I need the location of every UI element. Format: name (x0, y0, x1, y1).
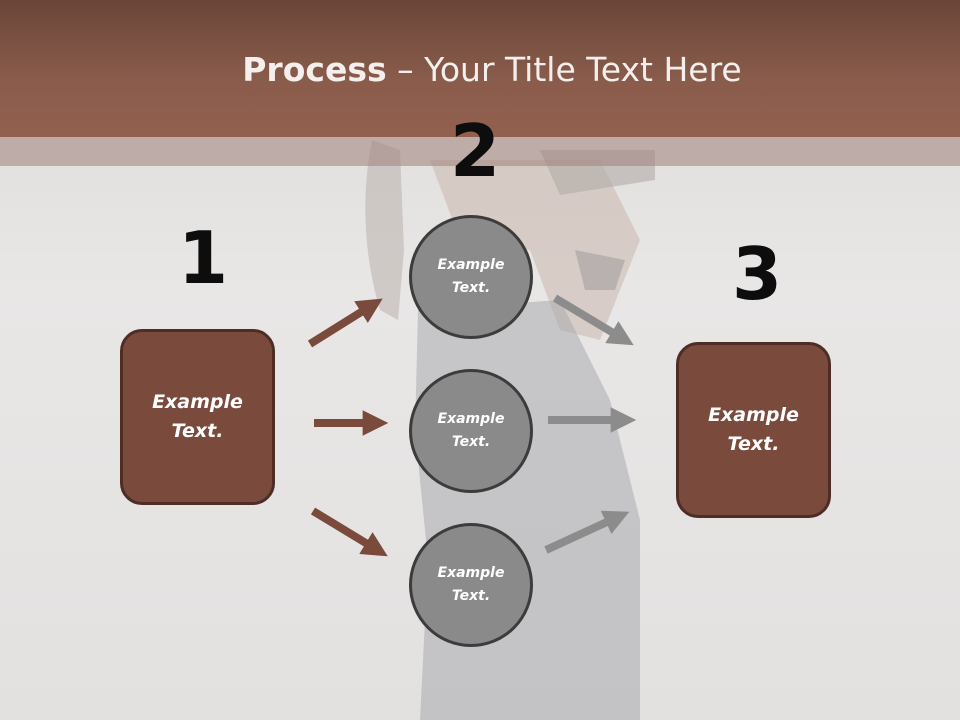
step-number-1: 1 (178, 216, 229, 300)
arrow-circle-3-to-3 (544, 510, 630, 554)
step-box-1: Example Text. (120, 329, 275, 505)
header-bar (0, 0, 960, 137)
arrow-1-to-circle-3 (310, 507, 388, 557)
arrow-1-to-circle-1 (307, 298, 383, 348)
step-number-2: 2 (450, 109, 501, 193)
slide-title: Process – Your Title Text Here (0, 50, 960, 89)
arrow-circle-1-to-3 (552, 294, 634, 346)
circle-3: Example Text. (409, 523, 533, 647)
step-box-3: Example Text. (676, 342, 831, 518)
circle-1-text: Example Text. (437, 257, 505, 296)
header-band (0, 137, 960, 166)
step-box-1-text: Example Text. (152, 391, 243, 442)
circle-2: Example Text. (409, 369, 533, 493)
circle-1: Example Text. (409, 215, 533, 339)
circle-2-text: Example Text. (437, 411, 505, 450)
title-rest: – Your Title Text Here (386, 50, 742, 89)
step-number-3: 3 (732, 232, 783, 316)
circle-3-text: Example Text. (437, 565, 505, 604)
step-box-3-text: Example Text. (708, 404, 799, 455)
title-bold: Process (242, 50, 387, 89)
